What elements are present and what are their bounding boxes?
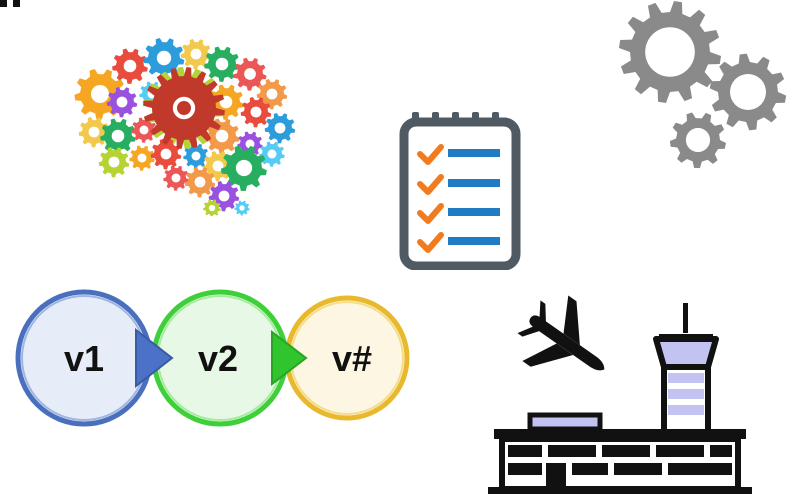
version-bubble-3 bbox=[284, 295, 410, 421]
airplane-icon bbox=[517, 295, 605, 371]
version-label-3: v# bbox=[332, 338, 372, 379]
version-bubble-1 bbox=[15, 289, 174, 427]
gears-icon bbox=[618, 0, 787, 169]
terminal-building bbox=[488, 429, 752, 494]
version-flow: v1 v2 v# bbox=[15, 289, 410, 427]
checklist-icon bbox=[399, 112, 521, 270]
brain-gears-icon bbox=[74, 37, 296, 216]
control-tower bbox=[653, 303, 719, 436]
version-label-2: v2 bbox=[198, 338, 238, 379]
corner-mark bbox=[0, 0, 20, 7]
checklist-rows bbox=[417, 144, 500, 253]
version-label-1: v1 bbox=[64, 338, 104, 379]
airport-icon bbox=[488, 295, 752, 494]
